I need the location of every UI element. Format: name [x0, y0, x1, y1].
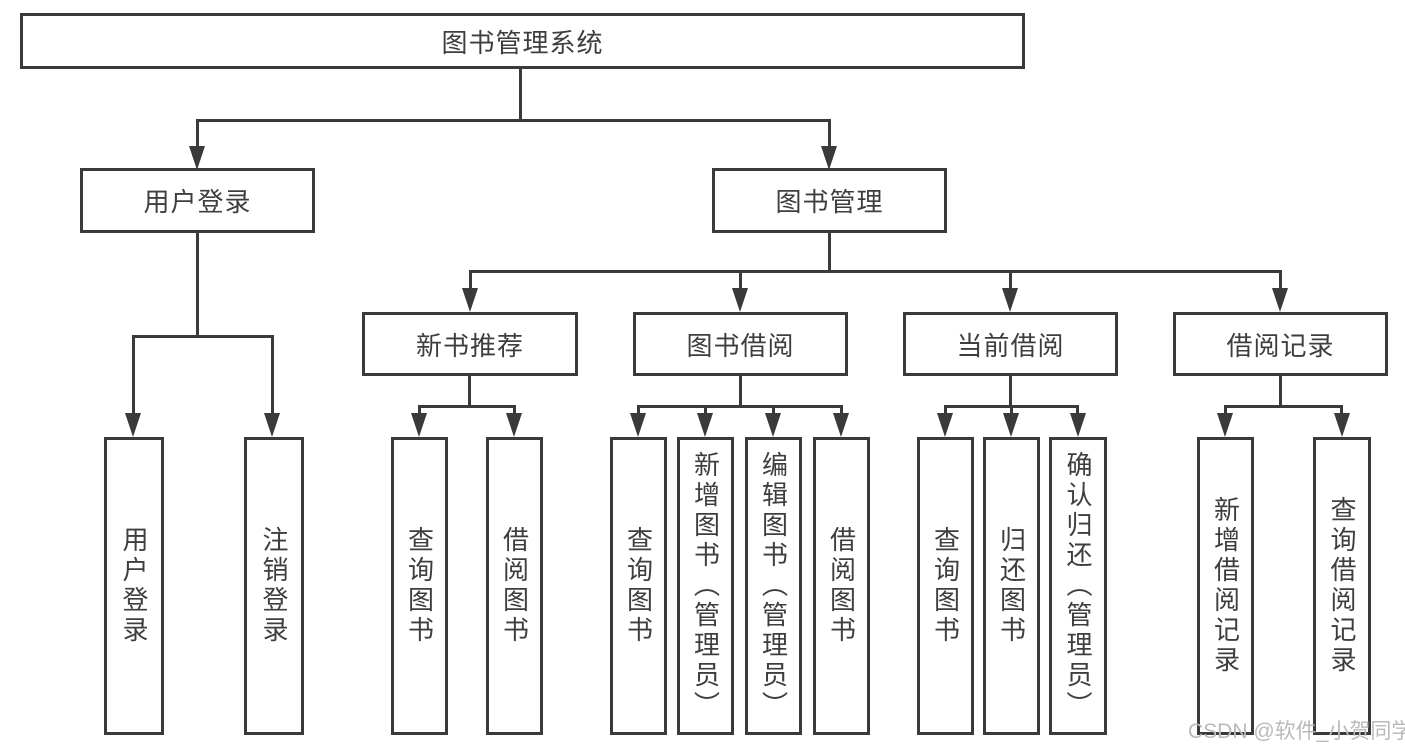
- node-library-management-system: 图书管理系统: [20, 13, 1025, 69]
- leaf-label: 查询图书: [623, 526, 654, 646]
- leaf-label: 借阅图书: [499, 526, 530, 646]
- connector-bar: [418, 405, 516, 408]
- node-new-book-recommend: 新书推荐: [362, 312, 578, 376]
- leaf-confirm-return-admin: 确认归还（管理员）: [1049, 437, 1107, 735]
- arrowhead-down-icon: [1070, 413, 1086, 437]
- leaf-query-books-3: 查询图书: [917, 437, 974, 735]
- node-label: 新书推荐: [415, 330, 524, 361]
- connector-stem: [469, 270, 472, 290]
- connector-stem: [828, 119, 831, 149]
- node-book-borrow: 图书借阅: [633, 312, 848, 376]
- connector-stem: [271, 335, 274, 415]
- leaf-edit-books-admin: 编辑图书（管理员）: [745, 437, 802, 735]
- arrowhead-down-icon: [821, 146, 837, 170]
- leaf-query-borrow-record: 查询借阅记录: [1313, 437, 1371, 735]
- connector-stem: [1224, 405, 1227, 417]
- connector-stem: [468, 376, 471, 407]
- leaf-return-books: 归还图书: [983, 437, 1040, 735]
- leaf-label: 查询图书: [930, 526, 961, 646]
- node-book-management: 图书管理: [712, 168, 947, 233]
- arrowhead-down-icon: [630, 413, 646, 437]
- leaf-borrow-books-1: 借阅图书: [486, 437, 543, 735]
- leaf-label: 查询借阅记录: [1327, 496, 1357, 676]
- node-label: 图书借阅: [686, 330, 795, 361]
- connector-stem: [196, 233, 199, 337]
- arrowhead-down-icon: [937, 413, 953, 437]
- arrowhead-down-icon: [411, 413, 427, 437]
- connector-stem: [1009, 376, 1012, 407]
- leaf-query-books-1: 查询图书: [391, 437, 448, 735]
- connector-level3-bar: [469, 270, 1282, 273]
- leaf-query-books-2: 查询图书: [610, 437, 667, 735]
- node-label: 图书管理: [775, 187, 884, 217]
- connector-stem: [704, 405, 707, 417]
- leaf-add-borrow-record: 新增借阅记录: [1197, 437, 1254, 735]
- arrowhead-down-icon: [264, 413, 280, 437]
- leaf-label: 归还图书: [996, 526, 1027, 646]
- leaf-label: 新增图书（管理员）: [690, 451, 721, 721]
- arrowhead-down-icon: [1272, 288, 1288, 312]
- leaf-label: 编辑图书（管理员）: [758, 451, 789, 721]
- leaf-logout: 注销登录: [244, 437, 304, 735]
- connector-stem: [1009, 270, 1012, 290]
- connector-stem: [1279, 270, 1282, 290]
- arrowhead-down-icon: [462, 288, 478, 312]
- node-user-login: 用户登录: [80, 168, 315, 233]
- connector-stem: [132, 335, 135, 415]
- node-label: 当前借阅: [956, 330, 1065, 361]
- arrowhead-down-icon: [1003, 413, 1019, 437]
- connector-stem: [637, 405, 640, 417]
- arrowhead-down-icon: [189, 146, 205, 170]
- node-label: 用户登录: [143, 187, 252, 217]
- arrowhead-down-icon: [1217, 413, 1233, 437]
- connector-stem: [1279, 376, 1282, 407]
- arrowhead-down-icon: [1334, 413, 1350, 437]
- arrowhead-down-icon: [765, 413, 781, 437]
- leaf-borrow-books-2: 借阅图书: [813, 437, 870, 735]
- connector-stem: [828, 233, 831, 272]
- leaf-user-login: 用户登录: [104, 437, 164, 735]
- arrowhead-down-icon: [125, 413, 141, 437]
- connector-stem: [840, 405, 843, 417]
- connector-stem: [1340, 405, 1343, 417]
- arrowhead-down-icon: [697, 413, 713, 437]
- connector-bar: [1224, 405, 1343, 408]
- leaf-label: 借阅图书: [826, 526, 857, 646]
- connector-bar: [132, 335, 274, 338]
- arrowhead-down-icon: [732, 288, 748, 312]
- leaf-label: 用户登录: [119, 526, 149, 646]
- leaf-label: 注销登录: [259, 526, 289, 646]
- node-label: 借阅记录: [1226, 330, 1335, 361]
- connector-bar: [637, 405, 843, 408]
- leaf-label: 确认归还（管理员）: [1063, 451, 1093, 721]
- connector-stem: [772, 405, 775, 417]
- node-label: 图书管理系统: [441, 27, 604, 58]
- connector-stem: [739, 270, 742, 290]
- csdn-watermark: CSDN @软件_小贺同学: [1188, 720, 1405, 743]
- node-borrow-records: 借阅记录: [1173, 312, 1388, 376]
- connector-stem: [944, 405, 947, 417]
- connector-stem: [513, 405, 516, 417]
- arrowhead-down-icon: [1002, 288, 1018, 312]
- node-current-borrow: 当前借阅: [903, 312, 1118, 376]
- connector-stem: [1076, 405, 1079, 417]
- connector-stem: [196, 119, 199, 149]
- arrowhead-down-icon: [506, 413, 522, 437]
- connector-stem: [1010, 405, 1013, 417]
- connector-stem: [418, 405, 421, 417]
- leaf-label: 新增借阅记录: [1210, 496, 1241, 676]
- connector-root-trunk: [519, 66, 522, 121]
- connector-level2-bar: [196, 119, 831, 122]
- arrowhead-down-icon: [833, 413, 849, 437]
- connector-stem: [739, 376, 742, 407]
- leaf-add-books-admin: 新增图书（管理员）: [677, 437, 734, 735]
- leaf-label: 查询图书: [404, 526, 435, 646]
